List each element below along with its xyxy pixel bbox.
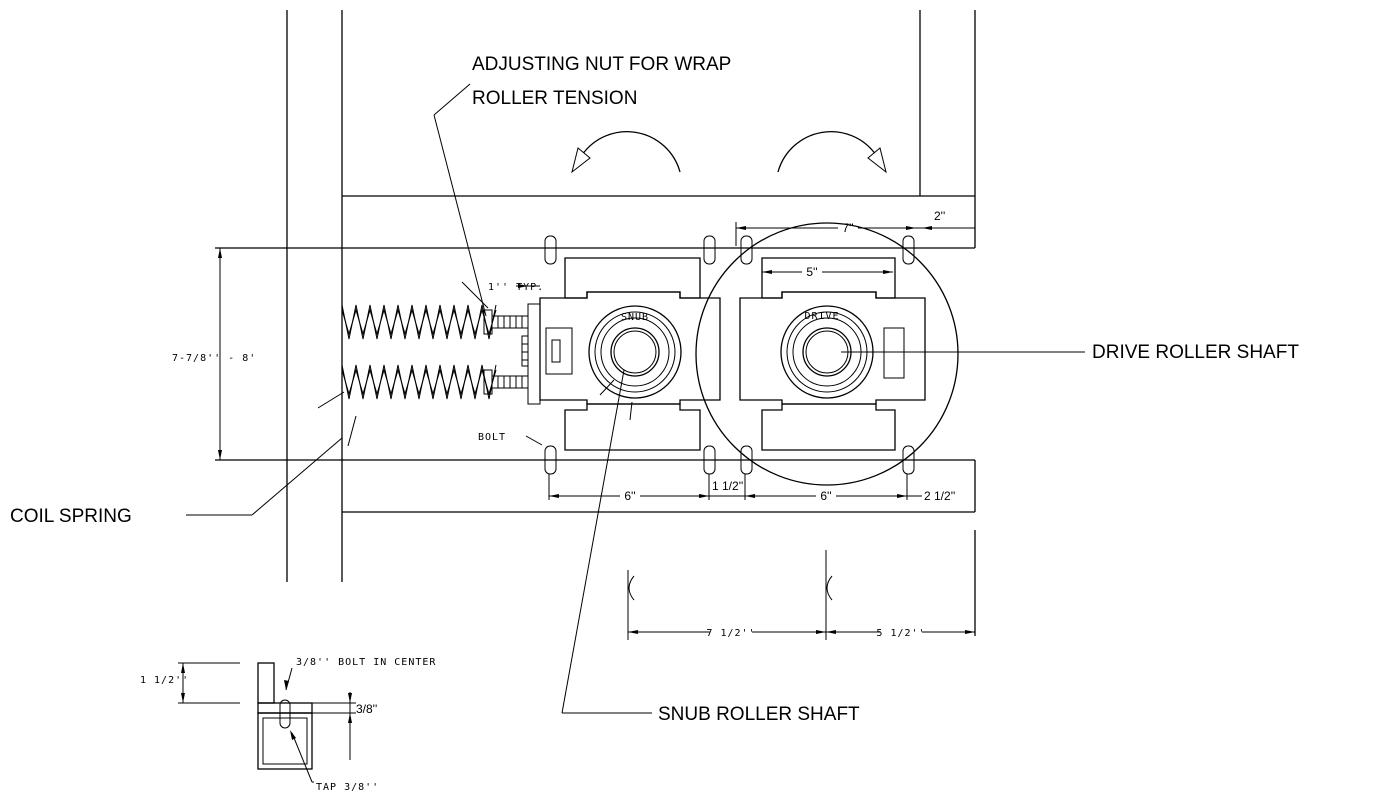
dim-1-1-2-mid-text: 1 1/2'' (712, 479, 743, 493)
coil-spring-upper (341, 304, 529, 340)
snub-roller-shaft-label: SNUB ROLLER SHAFT (658, 704, 860, 725)
rotation-arrow-right (777, 130, 887, 174)
dim-centerline-row: 7 1/2'' 5 1/2'' (628, 628, 975, 639)
dim-7-7-8-text: 7-7/8'' - 8' (172, 353, 256, 364)
dim-5in: 5'' (762, 265, 893, 279)
dim-2in-text: 2'' (934, 209, 945, 223)
adjusting-nut-label-line1: ADJUSTING NUT FOR WRAP (472, 54, 731, 75)
dim-7-1-2-text: 7 1/2'' (706, 628, 755, 639)
bolt-leader (525, 435, 543, 446)
snub-bearing-block: SNUB (539, 257, 721, 451)
drive-roller-shaft-label: DRIVE ROLLER SHAFT (1092, 342, 1299, 363)
centerline-marks (627, 550, 833, 640)
adjusting-nut-leader (433, 83, 489, 317)
dim-5-1-2-text: 5 1/2'' (876, 628, 925, 639)
dim-bottom-row: 6'' 1 1/2'' 6'' 2 1/2'' (548, 474, 955, 503)
dim-2-1-2-text: 2 1/2'' (924, 489, 955, 503)
frame-lines (215, 10, 976, 636)
dim-5in-text: 5'' (806, 265, 817, 279)
tap-label: TAP 3/8'' (316, 782, 379, 793)
dim-1in-typ-text: 1'' TYP. (488, 282, 544, 293)
bolt-in-center-label: 3/8'' BOLT IN CENTER (296, 657, 436, 668)
bolts-bottom (544, 445, 915, 475)
dim-7-7-8: 7-7/8'' - 8' (172, 248, 256, 460)
rotation-arrow-left (571, 130, 681, 174)
snub-shaft-leader (561, 369, 652, 714)
adjusting-nut-label-line2: ROLLER TENSION (472, 88, 637, 109)
dim-1in-typ: 1'' TYP. (488, 282, 544, 293)
dim-7in: 7'' (735, 221, 916, 246)
dim-6in-right-text: 6'' (820, 489, 831, 503)
drive-roller: DRIVE (695, 222, 959, 486)
bracket-detail (178, 662, 356, 783)
take-up-plate (521, 303, 541, 405)
bolt-label: BOLT (478, 432, 506, 443)
drive-label: DRIVE (804, 311, 839, 322)
coil-spring-lower (341, 364, 529, 400)
coil-spring-leader (186, 391, 357, 516)
dim-7in-text: 7'' (842, 221, 853, 235)
bolts-top (544, 235, 915, 265)
dim-2in: 2'' (916, 209, 975, 230)
dim-6in-left-text: 6'' (624, 489, 635, 503)
dim-3-8-text: 3/8'' (356, 702, 377, 716)
snub-label: SNUB (621, 312, 649, 323)
dim-1-1-2-detail-text: 1 1/2'' (140, 675, 189, 686)
coil-spring-label: COIL SPRING (10, 506, 132, 527)
